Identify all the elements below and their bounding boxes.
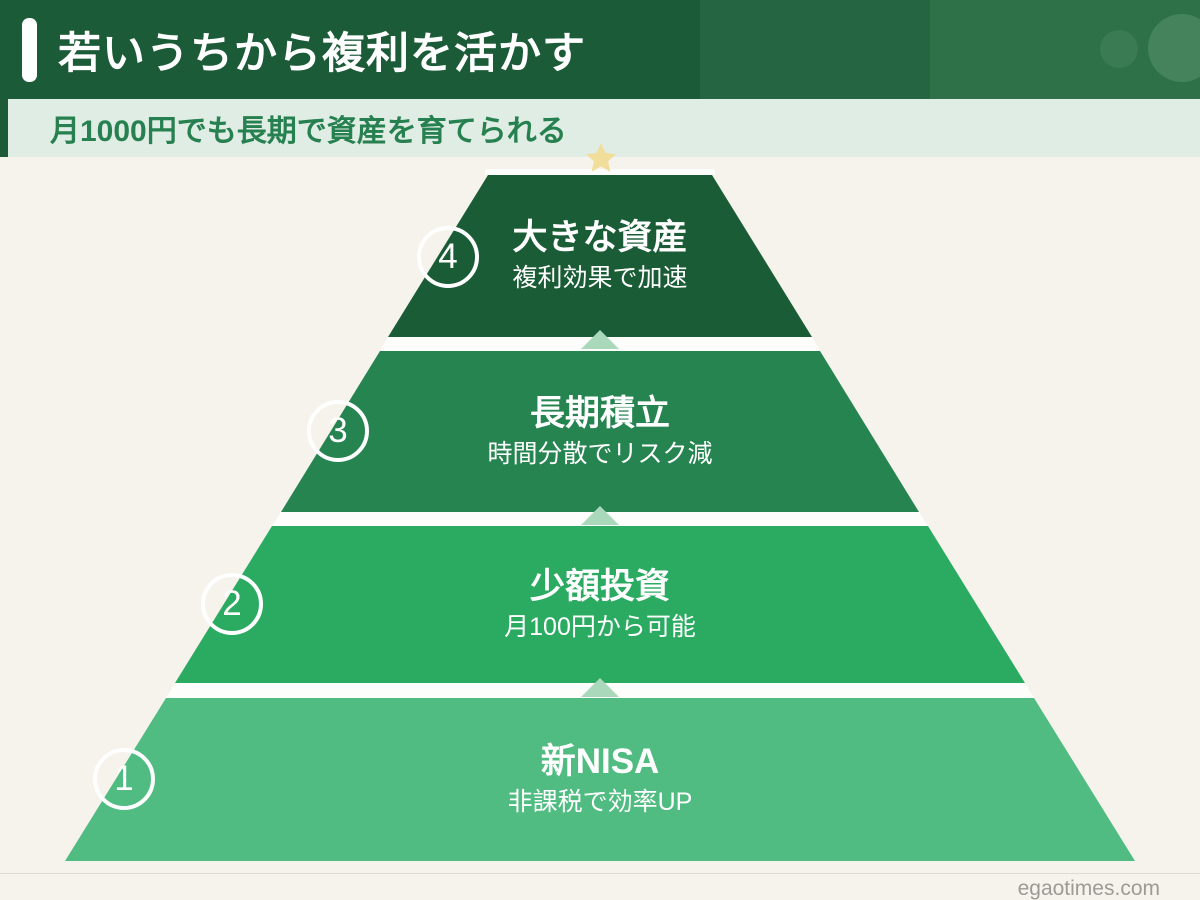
footer-site-name: egaotimes.com xyxy=(1017,877,1160,900)
level-number: 4 xyxy=(438,237,458,276)
header: 若いうちから複利を活かす xyxy=(0,0,1200,99)
level-number-badge-3: 3 xyxy=(307,400,369,462)
header-deco-panel-mid xyxy=(700,0,930,99)
level-number: 1 xyxy=(114,759,134,798)
subheader-left-strip xyxy=(0,99,8,157)
up-arrow-icon xyxy=(581,506,619,525)
page-title: 若いうちから複利を活かす xyxy=(58,29,586,78)
subheader-text: 月1000円でも長期で資産を育てられる xyxy=(50,115,567,148)
level-number: 2 xyxy=(222,584,242,623)
pyramid-level-1-shape xyxy=(65,698,1135,861)
footer-divider xyxy=(0,873,1200,874)
up-arrow-icon xyxy=(581,330,619,349)
deco-circle-small xyxy=(1100,30,1138,68)
level-number: 3 xyxy=(328,411,348,450)
level-number-badge-1: 1 xyxy=(93,748,155,810)
level-number-badge-4: 4 xyxy=(417,226,479,288)
star-icon xyxy=(585,143,617,172)
deco-circle-large xyxy=(1148,14,1200,82)
pyramid-top-gap-band xyxy=(485,169,715,175)
pyramid-level-3-shape xyxy=(281,351,919,512)
up-arrow-icon xyxy=(581,678,619,697)
level-number-badge-2: 2 xyxy=(201,573,263,635)
pyramid-level-2-shape xyxy=(175,526,1025,683)
title-accent-bar xyxy=(22,18,37,82)
pyramid-level-4-shape xyxy=(388,175,812,337)
